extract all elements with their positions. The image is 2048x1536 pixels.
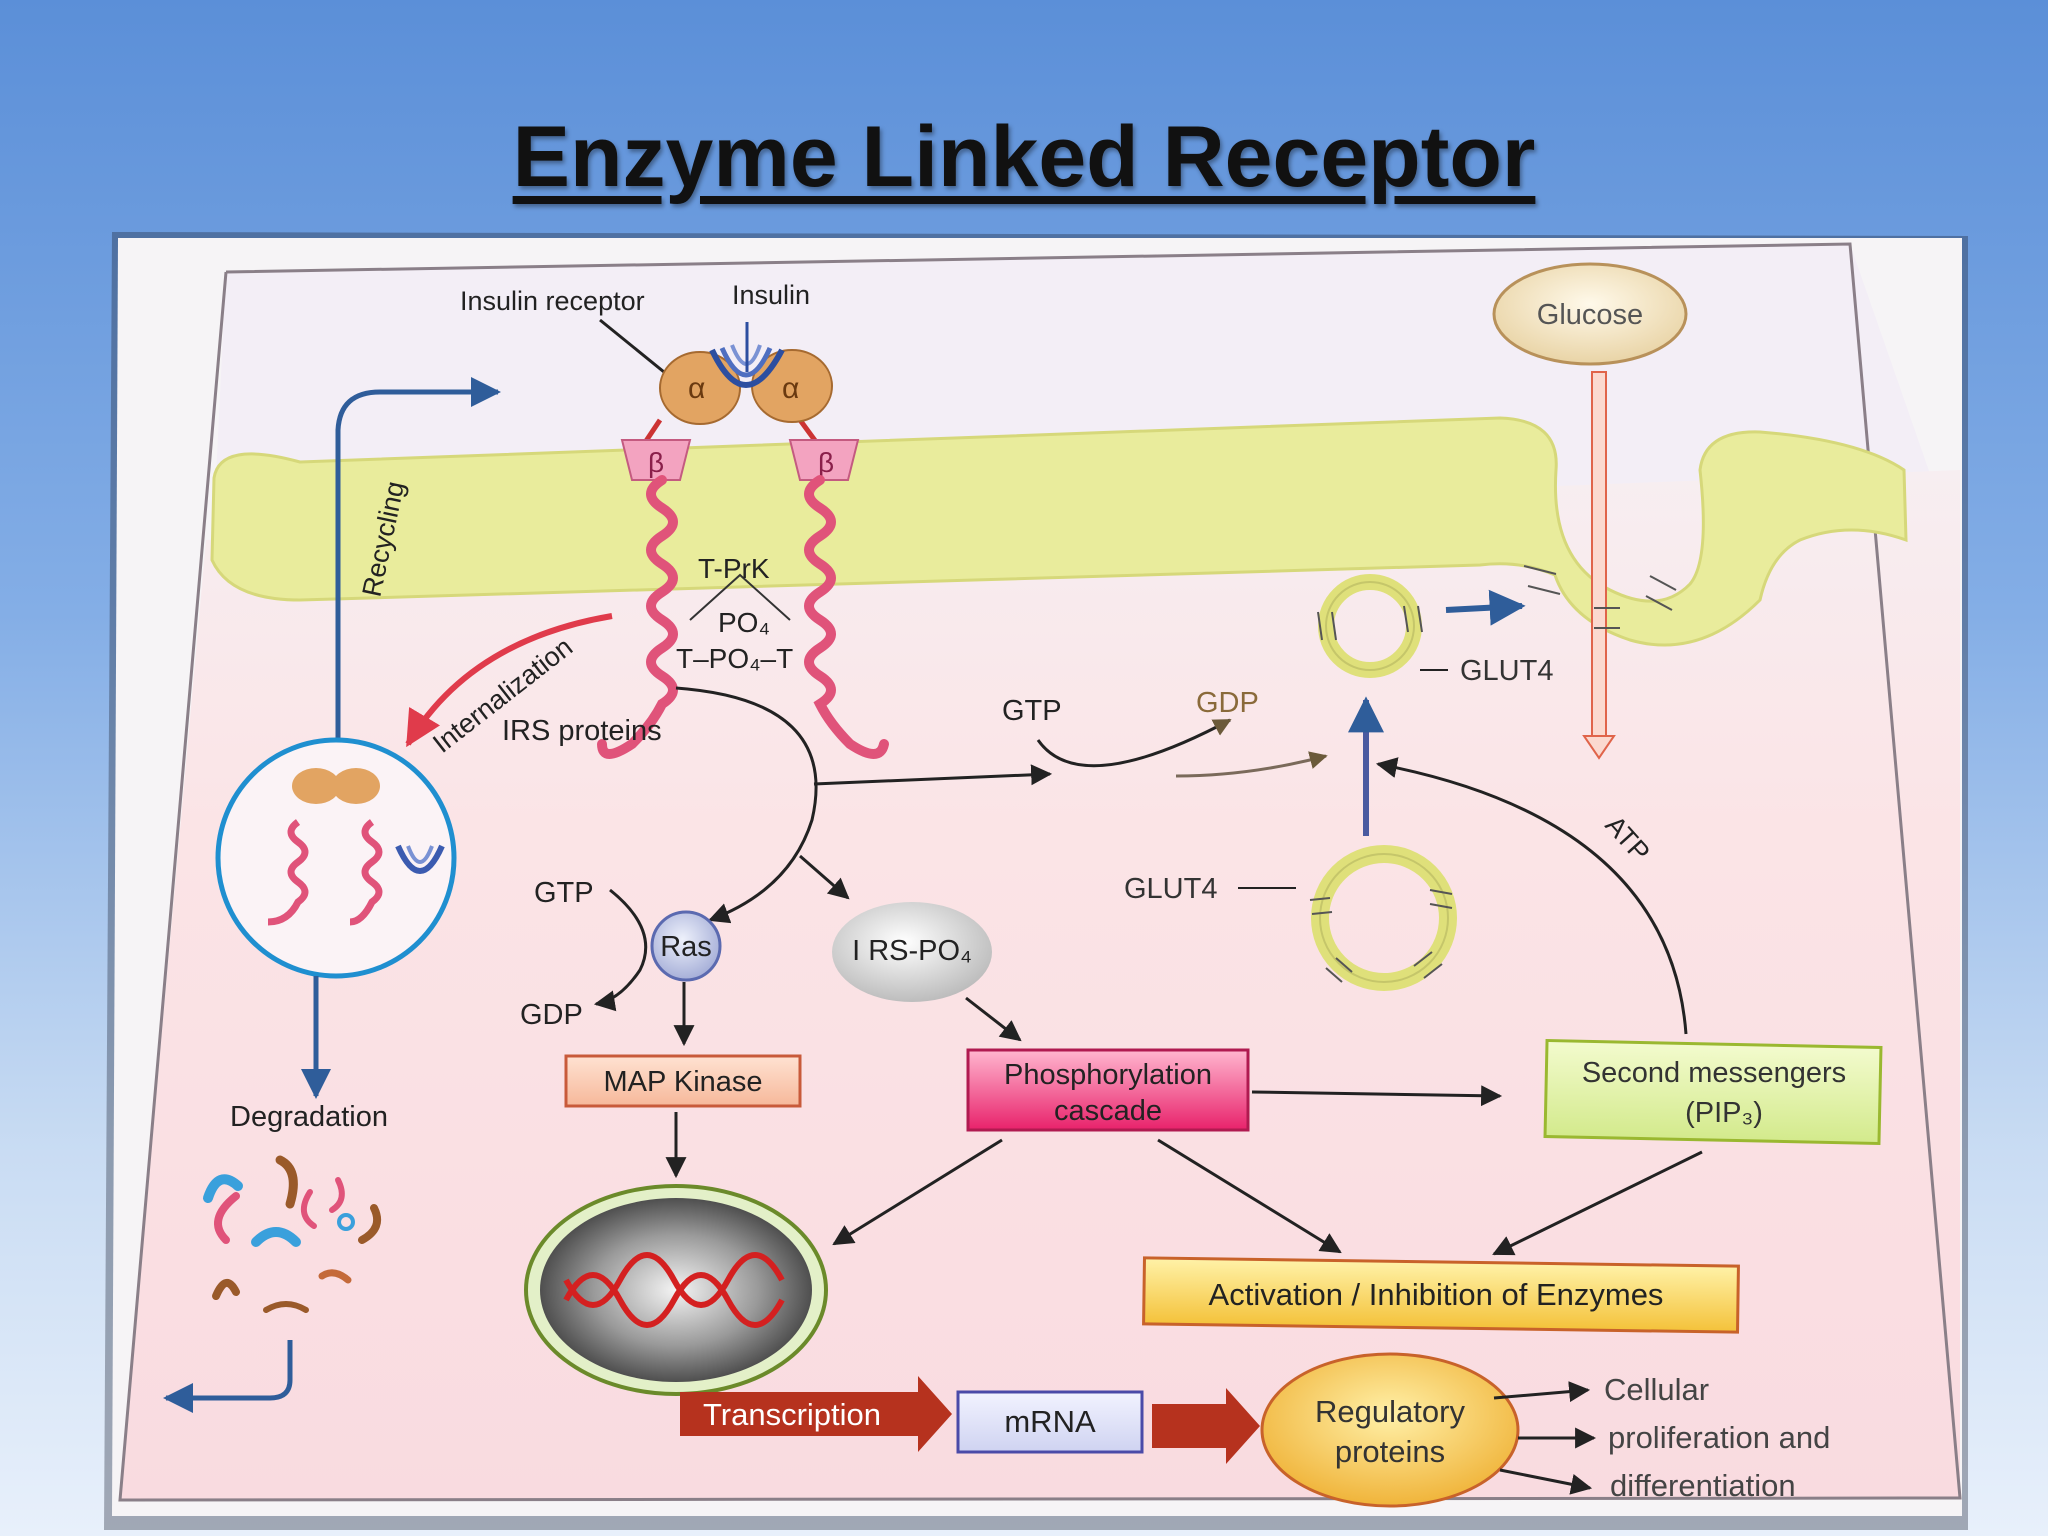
transcription-chain: Transcription mRNA Regulatory proteins C… <box>680 1352 1830 1508</box>
second-messengers-label-2: (PIP₃) <box>1685 1097 1763 1129</box>
po4-label: PO₄ <box>718 607 770 638</box>
beta-left-label: β <box>648 447 664 478</box>
gtp-left-label: GTP <box>534 877 594 909</box>
nucleus <box>524 1184 828 1396</box>
alpha-left-label: α <box>688 372 705 405</box>
phosphorylation-cascade-box: Phosphorylation cascade <box>832 1048 1503 1254</box>
transcription-label: Transcription <box>703 1397 881 1432</box>
slide-title: Enzyme Linked Receptor <box>512 109 1536 205</box>
gdp-left-label: GDP <box>520 999 583 1031</box>
map-kinase-label: MAP Kinase <box>603 1066 762 1098</box>
activation-box: Activation / Inhibition of Enzymes <box>1142 1256 1740 1334</box>
irs-proteins-label: IRS proteins <box>502 715 662 747</box>
glucose-label: Glucose <box>1537 299 1643 331</box>
activation-label: Activation / Inhibition of Enzymes <box>1209 1277 1664 1312</box>
cellular-label-1: Cellular <box>1604 1372 1709 1407</box>
beta-right-label: β <box>818 447 834 478</box>
insulin-receptor: α α β β T-PrK PO₄ T–PO₄–T <box>597 318 889 759</box>
irs-signaling: IRS proteins <box>502 686 1053 924</box>
degradation-pathway: Degradation <box>163 976 388 1413</box>
gtp-gdp-top: GTP GDP <box>1002 687 1328 778</box>
gdp-top-label: GDP <box>1196 687 1259 719</box>
endosome <box>215 737 457 979</box>
ras-label: Ras <box>660 931 712 963</box>
second-messengers-label-1: Second messengers <box>1582 1057 1846 1089</box>
insulin-label: Insulin <box>732 280 810 310</box>
regulatory-label-2: proteins <box>1335 1434 1445 1469</box>
ras-node: GTP GDP Ras <box>520 877 722 1047</box>
glut4-bottom-label: GLUT4 <box>1124 873 1217 905</box>
glucose-transport: Glucose GLUT4 GLUT4 <box>1124 262 1688 991</box>
regulatory-label-1: Regulatory <box>1315 1394 1465 1429</box>
phosphorylation-label-2: cascade <box>1054 1095 1162 1127</box>
cellular-label-2: proliferation and <box>1608 1420 1830 1455</box>
insulin-receptor-label: Insulin receptor <box>460 286 645 316</box>
degradation-label: Degradation <box>230 1101 388 1133</box>
phosphorylation-label-1: Phosphorylation <box>1004 1059 1212 1091</box>
gtp-top-label: GTP <box>1002 695 1062 727</box>
t-po4-label: T–PO₄–T <box>676 643 793 674</box>
tprk-label: T-PrK <box>698 553 770 584</box>
second-messengers-box: Second messengers (PIP₃) ATP <box>1375 757 1883 1256</box>
irs-po4-node: I RS-PO₄ <box>832 902 1022 1042</box>
map-kinase-box: MAP Kinase <box>564 1054 802 1179</box>
cellular-label-3: differentiation <box>1610 1468 1796 1503</box>
alpha-right-label: α <box>782 372 799 405</box>
irs-po4-label: I RS-PO₄ <box>852 935 972 967</box>
mrna-label: mRNA <box>1004 1404 1096 1439</box>
glut4-top-label: GLUT4 <box>1460 655 1553 687</box>
